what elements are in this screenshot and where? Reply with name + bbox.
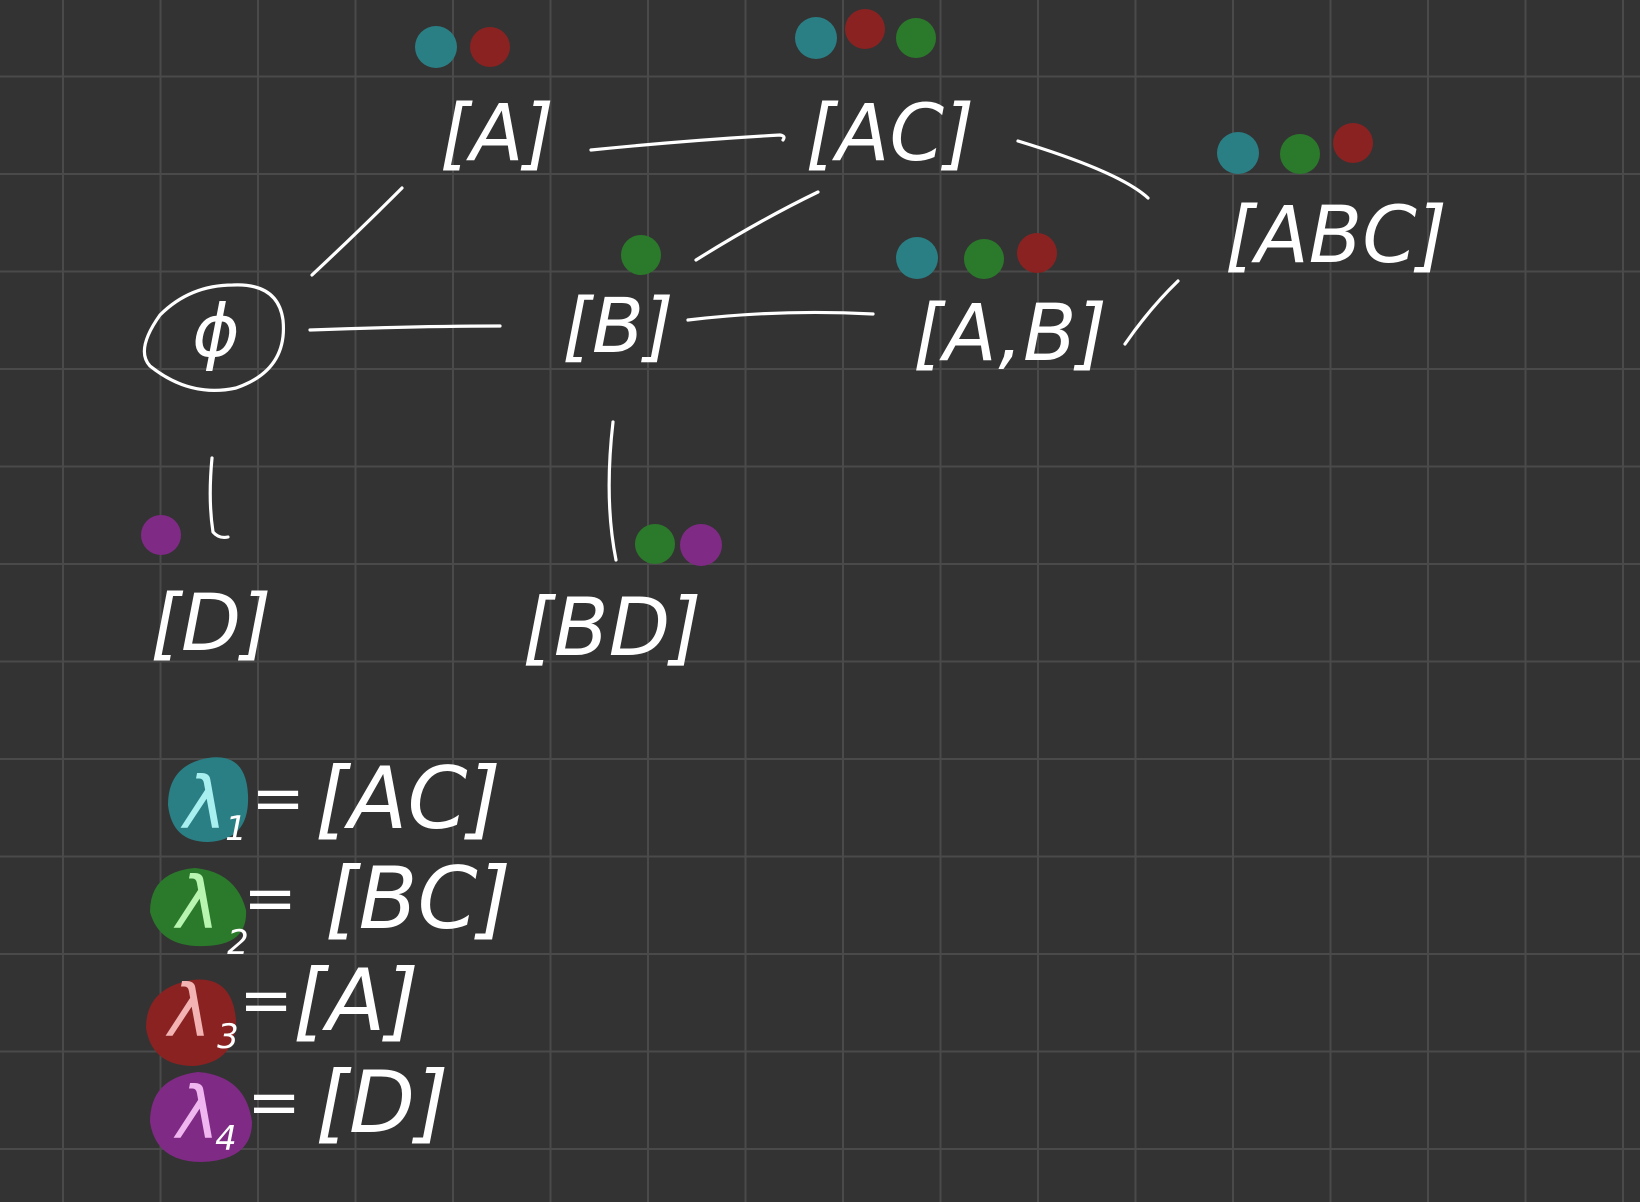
legend-value: [BC] — [325, 849, 511, 949]
node-empty-set: ϕ — [142, 283, 286, 392]
node-abc-label: [ABC] — [1225, 191, 1447, 281]
legend-value: [A] — [293, 951, 419, 1051]
legend-blob-darkred — [146, 979, 236, 1066]
dot-green — [635, 524, 675, 564]
dot-green — [896, 18, 936, 58]
node-b-label: [B] — [562, 281, 673, 370]
node-ac-dots — [795, 9, 936, 59]
edge-empty-a — [310, 186, 404, 277]
legend-row-lambda-2: λ 2 = [BC] — [150, 849, 511, 963]
legend-row-lambda-3: λ 3 = [A] — [146, 951, 419, 1066]
lambda-subscript: 3 — [217, 1017, 239, 1057]
legend-value: [AC] — [315, 749, 501, 849]
legend-blob-purple — [150, 1072, 252, 1162]
edge-b-ac — [694, 190, 820, 262]
lambda-symbol: λ — [173, 1071, 220, 1155]
legend-equals: = — [239, 964, 293, 1038]
empty-set-label: ϕ — [192, 289, 240, 373]
lambda-symbol: λ — [180, 761, 227, 845]
node-d-dots — [141, 515, 181, 555]
dot-teal — [415, 26, 457, 68]
legend-blob-green — [150, 868, 247, 947]
dot-teal — [795, 17, 837, 59]
empty-set-ellipse — [142, 283, 286, 392]
lambda-subscript: 1 — [225, 809, 247, 849]
edge-b-ab — [686, 310, 875, 322]
lambda-subscript: 4 — [215, 1119, 237, 1159]
lambda-symbol: λ — [173, 861, 220, 945]
dot-teal — [1217, 132, 1259, 174]
node-abc-dots — [1217, 123, 1373, 174]
legend-blob-teal — [168, 757, 249, 842]
legend-row-lambda-1: λ 1 = [AC] — [168, 749, 501, 849]
node-bd-label: [BD] — [523, 581, 702, 674]
dot-darkred — [845, 9, 885, 49]
lambda-subscript: 2 — [227, 923, 249, 963]
edge-b-bd — [607, 420, 618, 562]
dot-purple — [141, 515, 181, 555]
legend-value: [D] — [315, 1053, 448, 1153]
legend-equals: = — [251, 762, 305, 836]
lambda-symbol: λ — [165, 969, 212, 1053]
legend-row-lambda-4: λ 4 = [D] — [150, 1053, 449, 1162]
edge-empty-d — [208, 456, 230, 540]
legend: λ 1 = [AC] λ 2 = [BC] λ 3 = [A] λ 4 = [D… — [146, 749, 511, 1162]
node-bd-dots — [635, 524, 722, 566]
node-b-dots — [621, 235, 661, 275]
dot-teal — [896, 237, 938, 279]
node-a-dots — [415, 26, 510, 68]
node-ac-label: [AC] — [806, 89, 975, 179]
dot-green — [1280, 134, 1320, 174]
edge-a-ac — [589, 133, 786, 152]
node-d-label: [D] — [151, 579, 272, 669]
node-a-label: [A] — [440, 89, 554, 179]
legend-equals: = — [243, 862, 297, 936]
dot-green — [964, 239, 1004, 279]
diagram-edges — [208, 133, 1180, 562]
dot-darkred — [1333, 123, 1373, 163]
node-ab-label: [A,B] — [913, 289, 1107, 379]
dot-darkred — [470, 27, 510, 67]
node-ab-dots — [896, 233, 1057, 279]
edge-empty-b — [308, 324, 502, 332]
edge-ac-abc — [1016, 139, 1150, 200]
edge-ab-abc — [1123, 279, 1180, 346]
legend-equals: = — [247, 1066, 301, 1140]
dot-purple — [680, 524, 722, 566]
dot-green — [621, 235, 661, 275]
dot-darkred — [1017, 233, 1057, 273]
